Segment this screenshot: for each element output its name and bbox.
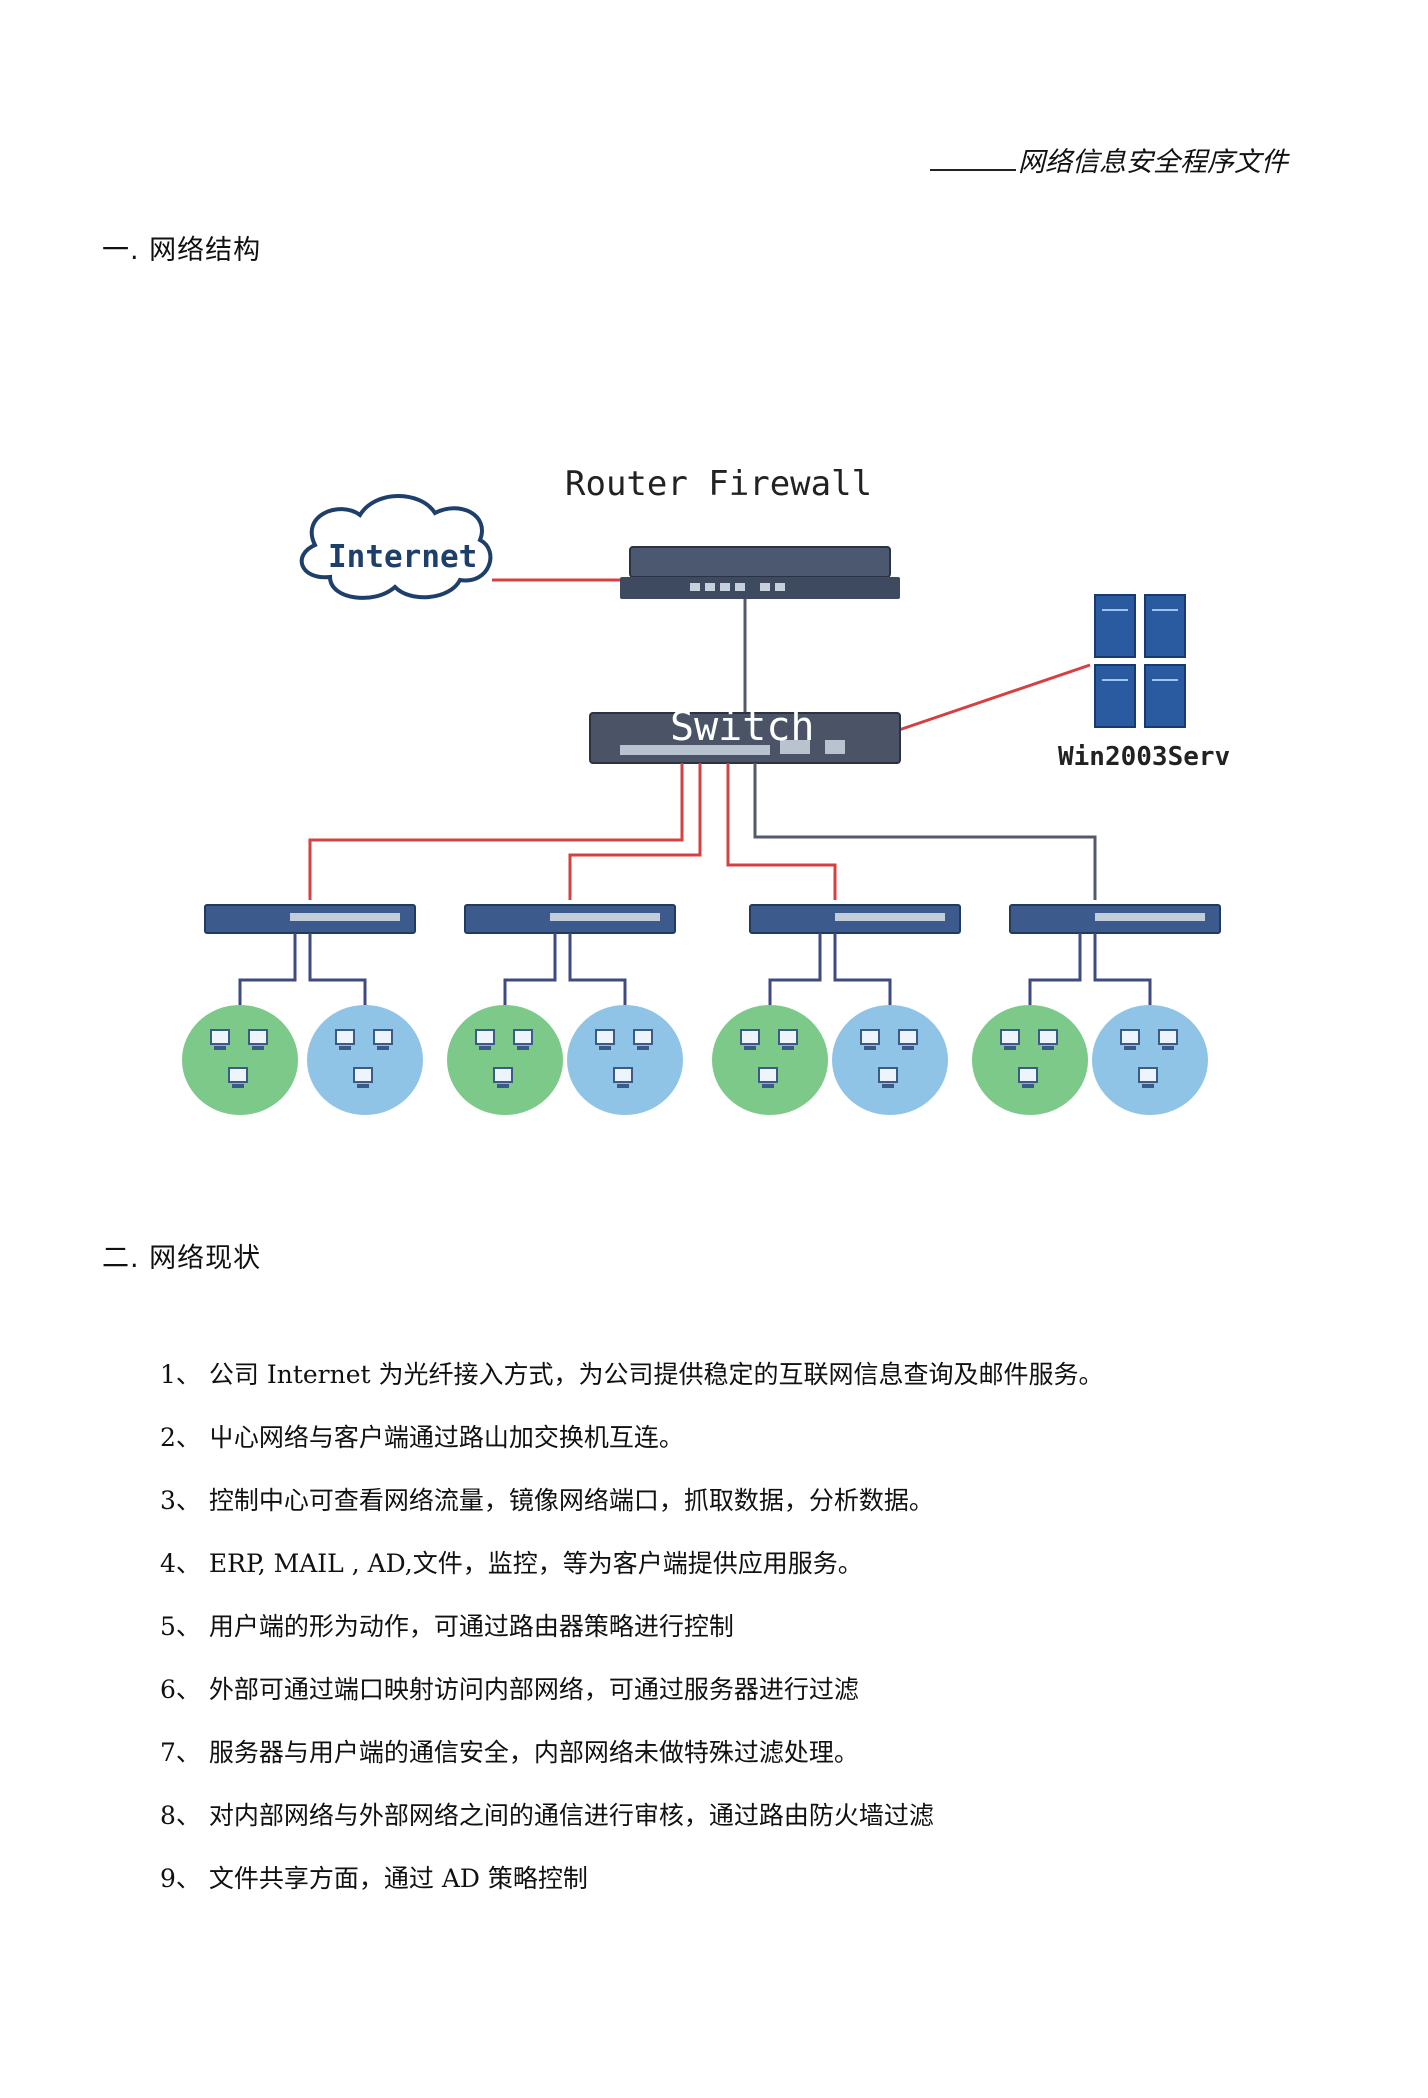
header-title: 网络信息安全程序文件: [1018, 147, 1288, 178]
pc-icon: [248, 1029, 268, 1050]
access-switch-4: [1009, 904, 1221, 934]
pc-icon: [898, 1029, 918, 1050]
status-item-text: 控制中心可查看网络流量，镜像网络端口，抓取数据，分析数据。: [208, 1486, 934, 1515]
pc-icon: [228, 1067, 248, 1088]
status-item-text: 服务器与用户端的通信安全，内部网络未做特殊过滤处理。: [208, 1738, 859, 1767]
access-switch-3: [749, 904, 961, 934]
server-label: Win2003Serv: [1058, 742, 1230, 772]
pc-icon: [1018, 1067, 1038, 1088]
header-blank-line: [930, 145, 1016, 171]
status-item: 1、公司 Internet 为光纤接入方式，为公司提供稳定的互联网信息查询及邮件…: [160, 1355, 1104, 1418]
lan-drop-lines: [238, 933, 1152, 1010]
status-item: 4、ERP, MAIL , AD,文件，监控，等为客户端提供应用服务。: [160, 1544, 1104, 1607]
network-topology-diagram: Router Firewall Internet: [180, 455, 1230, 1115]
pc-icon: [613, 1067, 633, 1088]
status-item: 2、屮心网络与客户端通过路山加交换机互连。: [160, 1418, 1104, 1481]
status-item-text: 文件共享方面，通过 AD 策略控制: [208, 1864, 588, 1893]
status-item-text: 公司 Internet 为光纤接入方式，为公司提供稳定的互联网信息查询及邮件服务…: [208, 1360, 1104, 1389]
pc-icon: [1158, 1029, 1178, 1050]
lan-group-4: [972, 1005, 1208, 1115]
pc-icon: [633, 1029, 653, 1050]
pc-icon: [778, 1029, 798, 1050]
status-item-text: 对内部网络与外部网络之间的通信进行审核，通过路由防火墙过滤: [208, 1801, 934, 1830]
switch-server-link: [889, 663, 1091, 735]
server-cluster-icon: [1094, 594, 1186, 728]
pc-icon: [475, 1029, 495, 1050]
status-item: 6、外部可通过端口映射访问内部网络，可通过服务器进行过滤: [160, 1670, 1104, 1733]
client-pc-icons: [210, 1029, 1178, 1088]
status-item: 5、用户端的形为动作，可通过路由器策略进行控制: [160, 1607, 1104, 1670]
pc-icon: [758, 1067, 778, 1088]
lan-group-1: [182, 1005, 423, 1115]
status-item-text: 外部可通过端口映射访问内部网络，可通过服务器进行过滤: [208, 1675, 859, 1704]
status-item: 7、服务器与用户端的通信安全，内部网络未做特殊过滤处理。: [160, 1733, 1104, 1796]
pc-icon: [335, 1029, 355, 1050]
status-item-number: 7、: [160, 1738, 201, 1767]
topology-svg: Router Firewall Internet: [182, 464, 1230, 1115]
section-heading-network-structure: 一. 网络结构: [102, 235, 262, 266]
pc-icon: [860, 1029, 880, 1050]
pc-icon: [353, 1067, 373, 1088]
pc-icon: [373, 1029, 393, 1050]
router-firewall-label: Router Firewall: [565, 464, 872, 504]
status-item-text: 用户端的形为动作，可通过路由器策略进行控制: [208, 1612, 734, 1641]
uplink-1: [308, 763, 684, 900]
uplink-4: [753, 763, 1097, 900]
pc-icon: [1120, 1029, 1140, 1050]
status-item-text: ERP, MAIL , AD,文件，监控，等为客户端提供应用服务。: [208, 1549, 863, 1578]
status-item: 9、文件共享方面，通过 AD 策略控制: [160, 1859, 1104, 1922]
pc-icon: [513, 1029, 533, 1050]
status-item-number: 6、: [160, 1675, 201, 1704]
pc-icon: [1038, 1029, 1058, 1050]
status-item-number: 9、: [160, 1864, 201, 1893]
router-firewall-device: [620, 546, 900, 599]
status-item-number: 5、: [160, 1612, 201, 1641]
lan-group-3: [712, 1005, 948, 1115]
status-item-number: 4、: [160, 1549, 201, 1578]
uplink-3: [726, 763, 837, 900]
status-item-number: 2、: [160, 1423, 201, 1452]
lan-group-2: [447, 1005, 683, 1115]
pc-icon: [210, 1029, 230, 1050]
network-status-list: 1、公司 Internet 为光纤接入方式，为公司提供稳定的互联网信息查询及邮件…: [160, 1355, 1104, 1922]
status-item: 8、对内部网络与外部网络之间的通信进行审核，通过路由防火墙过滤: [160, 1796, 1104, 1859]
switch-label: Switch: [670, 704, 815, 750]
pc-icon: [1138, 1067, 1158, 1088]
document-header: 网络信息安全程序文件: [930, 140, 1288, 179]
pc-icon: [740, 1029, 760, 1050]
pc-icon: [595, 1029, 615, 1050]
status-item-number: 1、: [160, 1360, 201, 1389]
status-item-text: 屮心网络与客户端通过路山加交换机互连。: [208, 1423, 684, 1452]
internet-cloud-icon: Internet: [299, 494, 493, 600]
status-item-number: 3、: [160, 1486, 201, 1515]
internet-label: Internet: [328, 539, 477, 575]
uplink-2: [568, 763, 702, 900]
core-switch-device: [589, 712, 901, 764]
pc-icon: [493, 1067, 513, 1088]
access-switch-2: [464, 904, 676, 934]
status-item-number: 8、: [160, 1801, 201, 1830]
status-item: 3、控制中心可查看网络流量，镜像网络端口，抓取数据，分析数据。: [160, 1481, 1104, 1544]
access-switch-1: [204, 904, 416, 934]
section-heading-network-status: 二. 网络现状: [102, 1243, 262, 1274]
pc-icon: [1000, 1029, 1020, 1050]
pc-icon: [878, 1067, 898, 1088]
